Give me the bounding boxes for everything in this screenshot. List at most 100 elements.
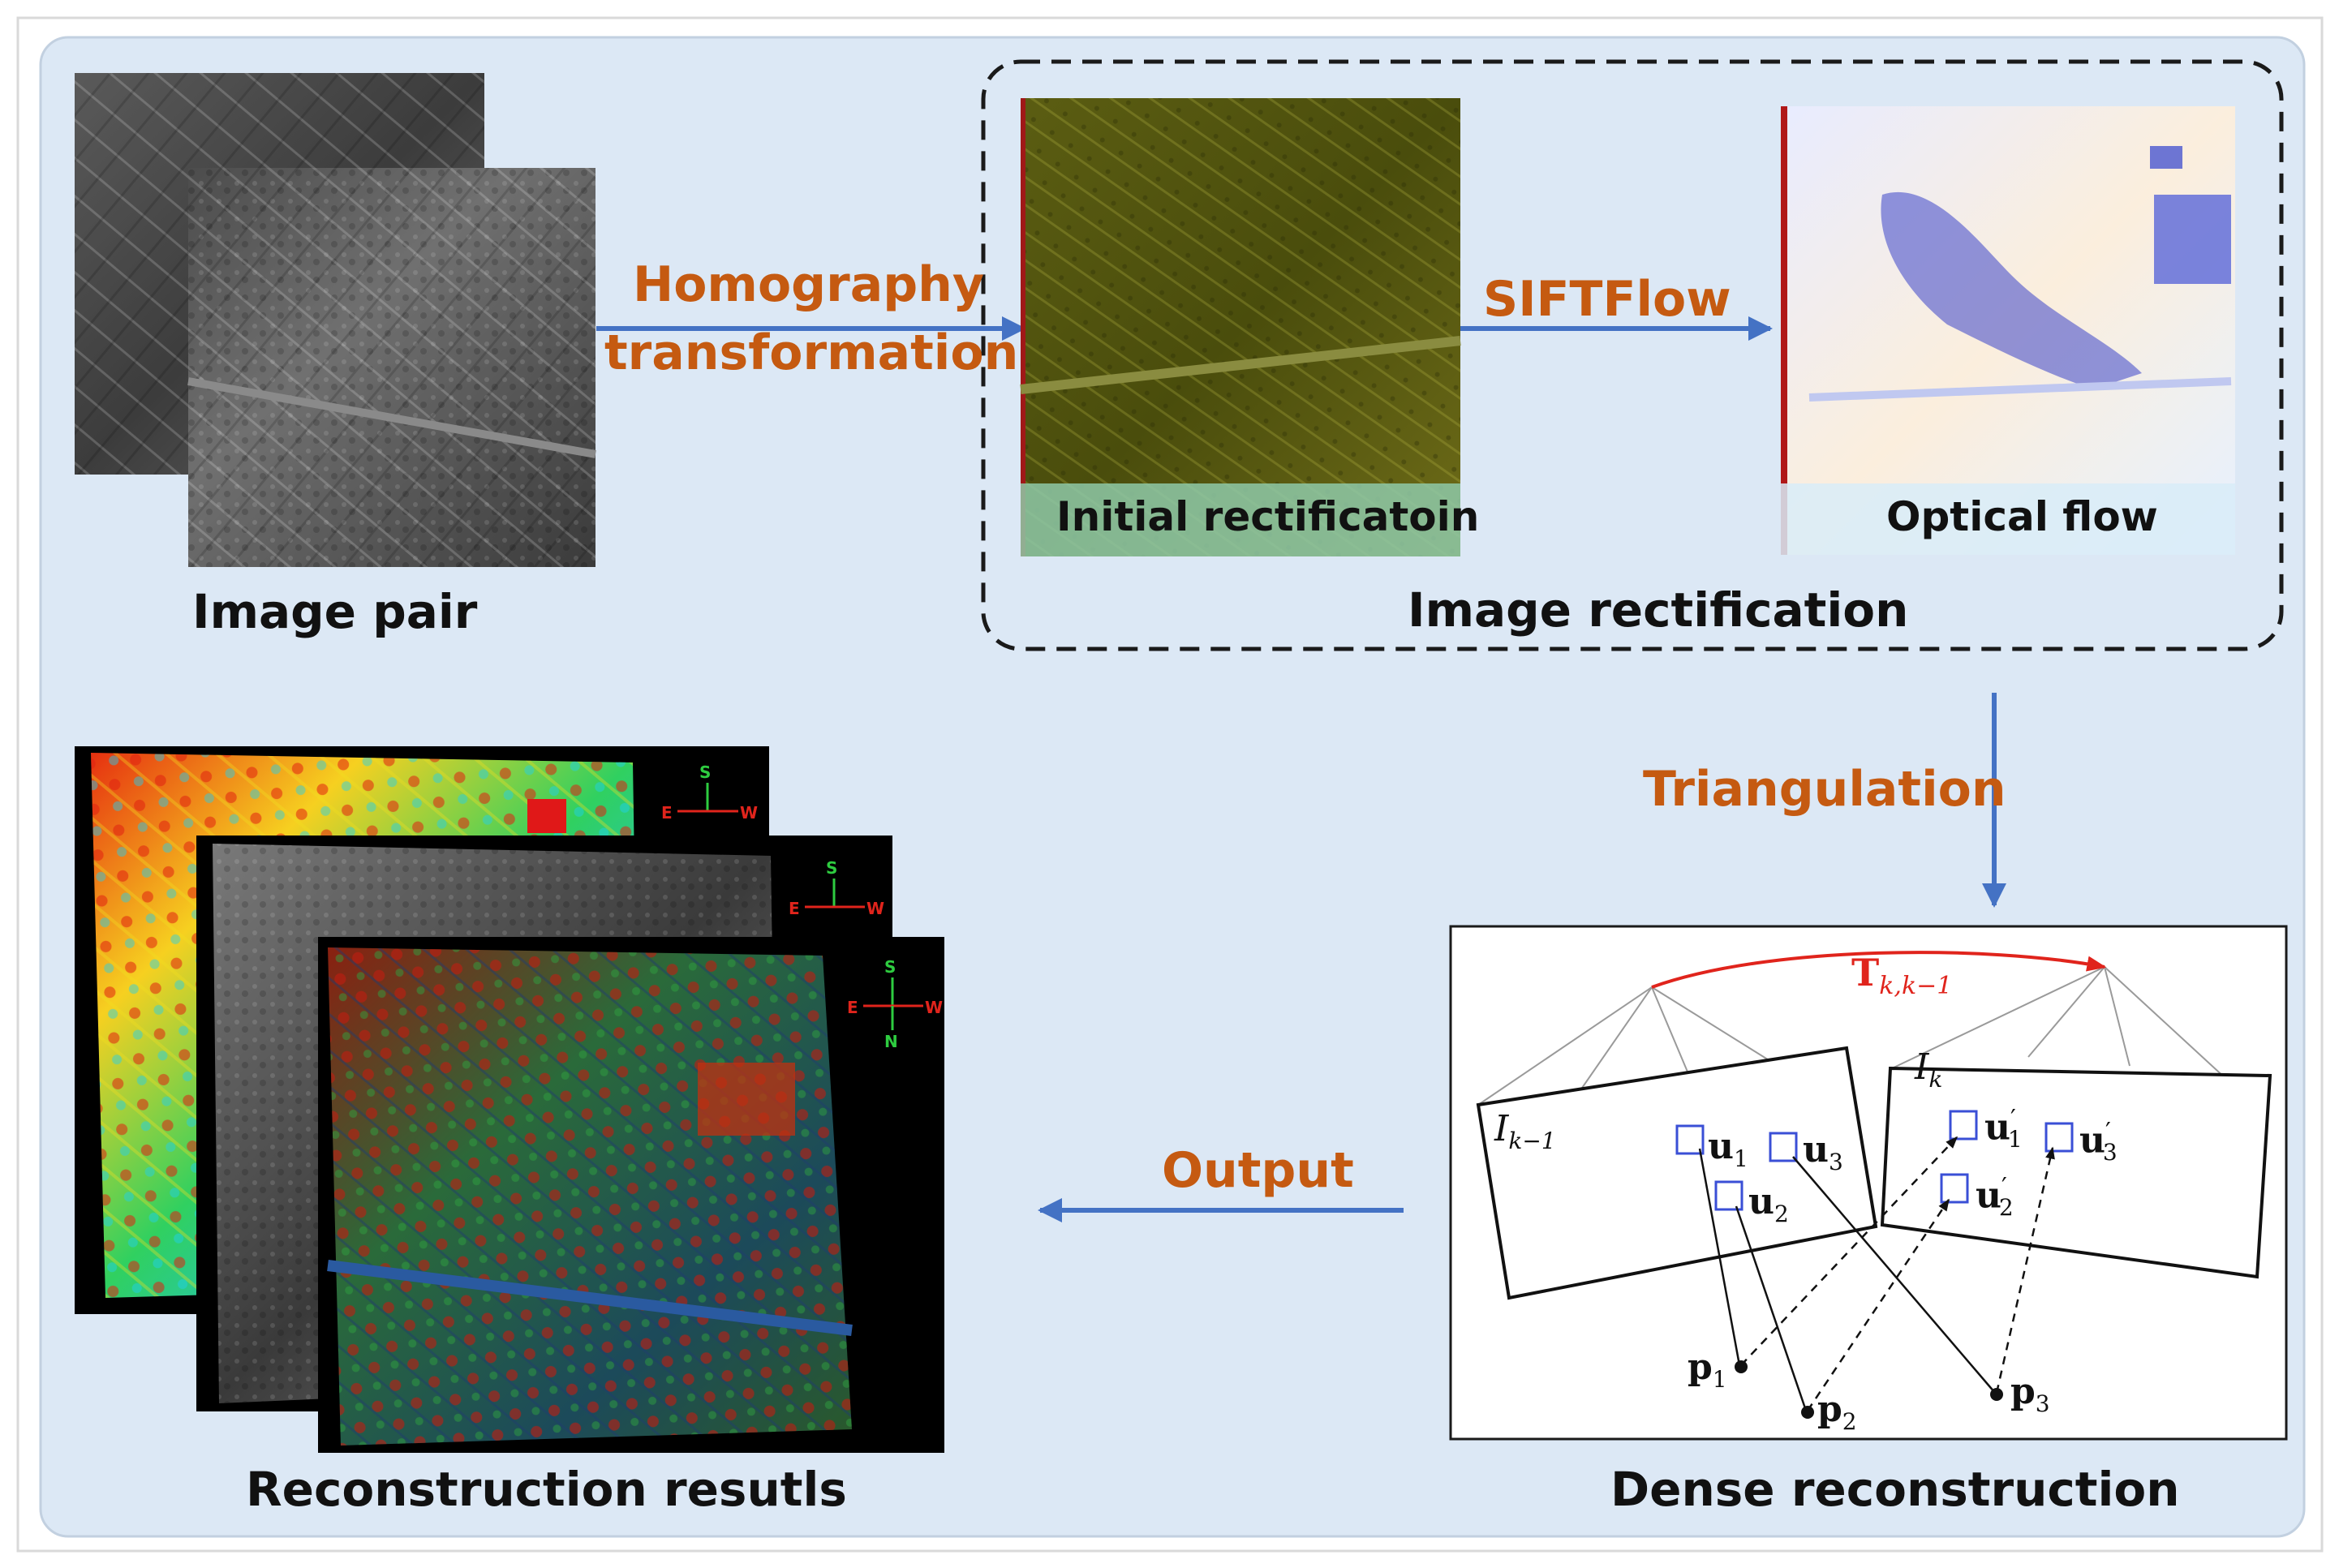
math-transform-subscript: k,k−1 (1879, 972, 1953, 1001)
image-pair (75, 73, 596, 567)
ray-u1-p1 (1698, 1148, 1741, 1366)
math-u3: u3 (1803, 1129, 1843, 1175)
initial-rectification-texture (1021, 98, 1460, 556)
math-frame-prev-symbol: I (1494, 1108, 1509, 1149)
label-output: Output (1162, 1142, 1354, 1199)
image-plane-cur (1880, 1066, 2272, 1279)
ray-u2-p2 (1735, 1205, 1808, 1411)
math-u2-subscript: 2 (1774, 1200, 1789, 1227)
compass-w-3: W (925, 998, 944, 1017)
label-reconstruction-results: Reconstruction resutls (246, 1462, 847, 1517)
ray-p3-u3prime (1995, 1146, 2055, 1394)
image-pair-front-texture (188, 168, 595, 567)
image-pair-road (187, 377, 596, 458)
projection-lines (1698, 1136, 2055, 1411)
math-u3-symbol: u (1803, 1129, 1829, 1171)
math-p3-symbol: p (2010, 1371, 2036, 1412)
optical-flow-building (2154, 195, 2231, 284)
math-u2-prime-mark: ′ (2001, 1173, 2007, 1201)
math-transform: Tk,k−1 (1851, 951, 1952, 1000)
feature-box-u1-prime (1949, 1110, 1978, 1141)
label-triangulation: Triangulation (1643, 761, 2006, 818)
image-rectification-box (981, 59, 2284, 651)
math-u3-subscript: 3 (1829, 1148, 1843, 1175)
math-u3-prime: u′3 (2079, 1118, 2118, 1166)
math-p1-symbol: p (1688, 1347, 1713, 1388)
result-color-texture (328, 947, 852, 1446)
math-u3-prime-symbol: u (2079, 1119, 2105, 1162)
math-u1-prime: u′1 (1984, 1105, 2023, 1153)
initial-rectification-road (1020, 336, 1461, 394)
math-frame-cur: Ik (1915, 1046, 1942, 1093)
math-p2: p2 (1817, 1389, 1857, 1435)
math-frame-cur-symbol: I (1915, 1046, 1929, 1088)
point-p2 (1801, 1406, 1814, 1419)
result-color-road (327, 1260, 853, 1336)
math-u2: u2 (1748, 1181, 1789, 1227)
initial-rectification-edge (1021, 98, 1025, 556)
compass-s-3: S (884, 957, 896, 977)
math-p1-subscript: 1 (1712, 1365, 1727, 1393)
world-points (1735, 1360, 2003, 1419)
optical-flow-image (1781, 106, 2235, 555)
compass-e-2: E (789, 899, 800, 918)
optical-flow-patch (2150, 146, 2182, 169)
math-p3-subscript: 3 (2035, 1390, 2050, 1417)
reconstruction-results (75, 746, 944, 1453)
compass-s-1: S (699, 763, 712, 782)
feature-box-u3 (1769, 1132, 1798, 1162)
compass-e-1: E (661, 803, 673, 823)
label-image-rectification: Image rectification (1408, 582, 1909, 638)
math-u3-prime-mark: ′ (2105, 1118, 2111, 1146)
optical-flow-caption-band (1781, 483, 2235, 555)
compass-n-3: N (884, 1032, 898, 1051)
feature-box-u2-prime (1940, 1173, 1969, 1204)
point-p3 (1990, 1388, 2003, 1401)
math-u2-symbol: u (1748, 1181, 1774, 1222)
label-siftflow: SIFTFlow (1483, 271, 1731, 328)
label-optical-flow: Optical flow (1886, 493, 2158, 540)
math-u1-subscript: 1 (1734, 1145, 1748, 1172)
math-p2-symbol: p (1817, 1389, 1842, 1430)
initial-rectification-caption-band (1021, 483, 1460, 556)
math-u2-prime-symbol: u (1976, 1175, 2001, 1217)
label-image-pair: Image pair (192, 584, 478, 639)
compass-axes (677, 783, 923, 1030)
dense-reconstruction-diagram (1449, 925, 2288, 1441)
ray-p2-u2prime (1806, 1198, 1950, 1411)
feature-boxes (1675, 1110, 2074, 1211)
optical-flow-edge (1781, 106, 1787, 555)
transform-arrow (1651, 951, 2107, 989)
math-frame-prev: Ik−1 (1494, 1108, 1556, 1154)
math-frame-cur-subscript: k (1928, 1065, 1943, 1093)
point-p1 (1735, 1360, 1748, 1373)
feature-box-u3-prime (2044, 1122, 2074, 1153)
math-transform-symbol: T (1851, 951, 1880, 994)
math-u1-prime-mark: ′ (2010, 1105, 2016, 1133)
label-homography: Homography (633, 256, 984, 313)
label-transformation: transformation (604, 324, 1019, 381)
label-initial-rectification: Initial rectificatoin (1056, 493, 1480, 540)
math-p2-subscript: 2 (1842, 1407, 1857, 1435)
feature-box-u1 (1675, 1124, 1705, 1155)
result-heatmap-building (527, 799, 566, 833)
math-u2-prime-subscript: 2 (1998, 1194, 2014, 1222)
math-u1: u1 (1708, 1126, 1748, 1172)
math-u1-symbol: u (1708, 1126, 1734, 1167)
math-u2-prime: u′2 (1976, 1173, 2014, 1221)
math-p3: p3 (2010, 1371, 2050, 1417)
math-u1-prime-symbol: u (1984, 1106, 2010, 1149)
compass-s-2: S (826, 858, 838, 878)
compass-e-3: E (847, 998, 858, 1017)
ray-u3-p3 (1792, 1156, 1996, 1394)
optical-flow-blob (1881, 191, 2142, 389)
result-color-building (698, 1063, 795, 1136)
compass-w-2: W (866, 899, 885, 918)
math-u1-prime-subscript: 1 (2007, 1126, 2023, 1153)
initial-rectification-image (1020, 98, 1461, 556)
math-frame-prev-subscript: k−1 (1508, 1127, 1556, 1154)
math-p1: p1 (1688, 1347, 1727, 1393)
compass-w-1: W (740, 803, 759, 823)
math-u3-prime-subscript: 3 (2102, 1139, 2118, 1166)
